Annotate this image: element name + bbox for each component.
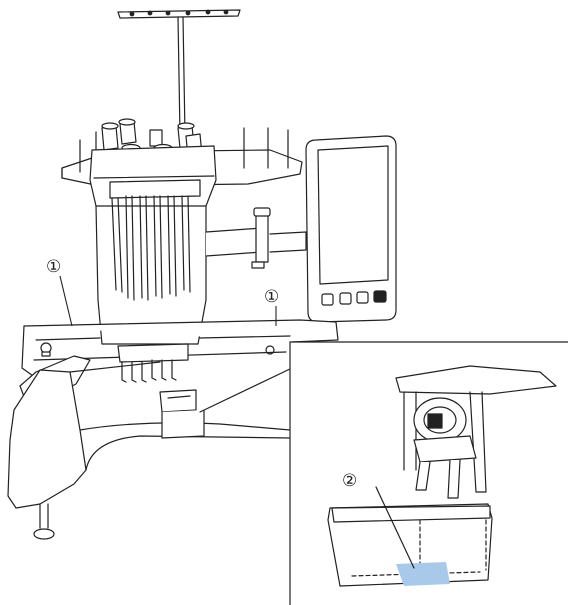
callout-label-1-left: ① — [46, 257, 61, 277]
needle-area — [117, 343, 205, 439]
callout-label-1-right: ① — [264, 287, 279, 307]
machine-bed — [7, 369, 291, 540]
machine-head — [89, 145, 217, 345]
bobbin-detail-inset — [289, 341, 568, 605]
control-panel — [305, 135, 397, 323]
machine-body — [21, 319, 339, 379]
thread-guide-bar — [117, 9, 241, 136]
callout-detail: ② — [342, 471, 357, 491]
callout-left-frame: ① — [46, 257, 73, 327]
callout-right-frame: ① — [264, 287, 279, 326]
callout-label-2: ② — [342, 471, 357, 491]
display-arm — [205, 207, 307, 269]
